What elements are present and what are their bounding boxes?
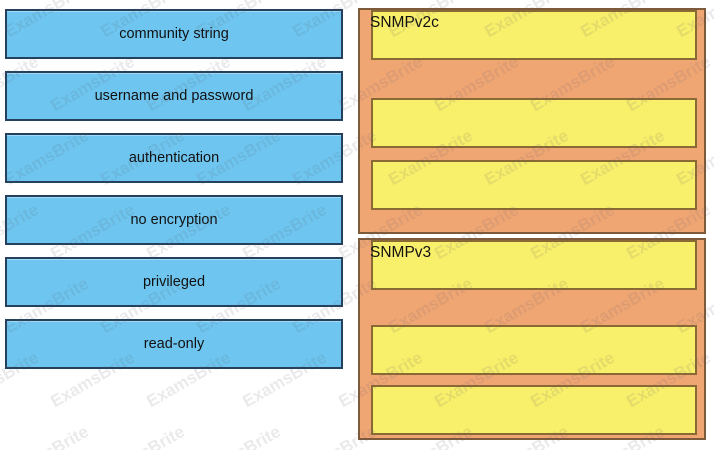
drop-slot-snmpv3-3[interactable]: [371, 240, 697, 290]
panel-title-snmpv2c: SNMPv2c: [370, 14, 439, 31]
source-tile-username-and-password[interactable]: username and password: [5, 71, 343, 121]
source-tile-label: username and password: [94, 88, 254, 104]
drop-slot-snmpv2c-2[interactable]: [371, 160, 697, 210]
panel-title-snmpv3: SNMPv3: [370, 244, 432, 261]
watermark-text: ExamsBrite: [193, 422, 284, 450]
source-tile-authentication[interactable]: authentication: [5, 133, 343, 183]
watermark-text: ExamsBrite: [1, 422, 92, 450]
source-tile-list: community string username and password a…: [5, 9, 345, 384]
drop-slot-snmpv3-2[interactable]: [371, 385, 697, 435]
source-tile-read-only[interactable]: read-only: [5, 319, 343, 369]
source-tile-label: read-only: [143, 336, 205, 352]
source-tile-community-string[interactable]: community string: [5, 9, 343, 59]
source-tile-label: privileged: [142, 274, 206, 290]
target-panel-snmpv2c: SNMPv2c: [358, 8, 706, 234]
target-panel-snmpv3: SNMPv3: [358, 238, 706, 440]
drop-slot-snmpv3-1[interactable]: [371, 325, 697, 375]
source-tile-label: community string: [119, 26, 229, 42]
watermark-text: ExamsBrite: [97, 422, 188, 450]
source-tile-privileged[interactable]: privileged: [5, 257, 343, 307]
drop-slot-snmpv2c-1[interactable]: [371, 98, 697, 148]
source-tile-label: authentication: [128, 150, 220, 166]
source-tile-no-encryption[interactable]: no encryption: [5, 195, 343, 245]
source-tile-label: no encryption: [130, 212, 218, 228]
drop-slot-snmpv2c-3[interactable]: [371, 10, 697, 60]
